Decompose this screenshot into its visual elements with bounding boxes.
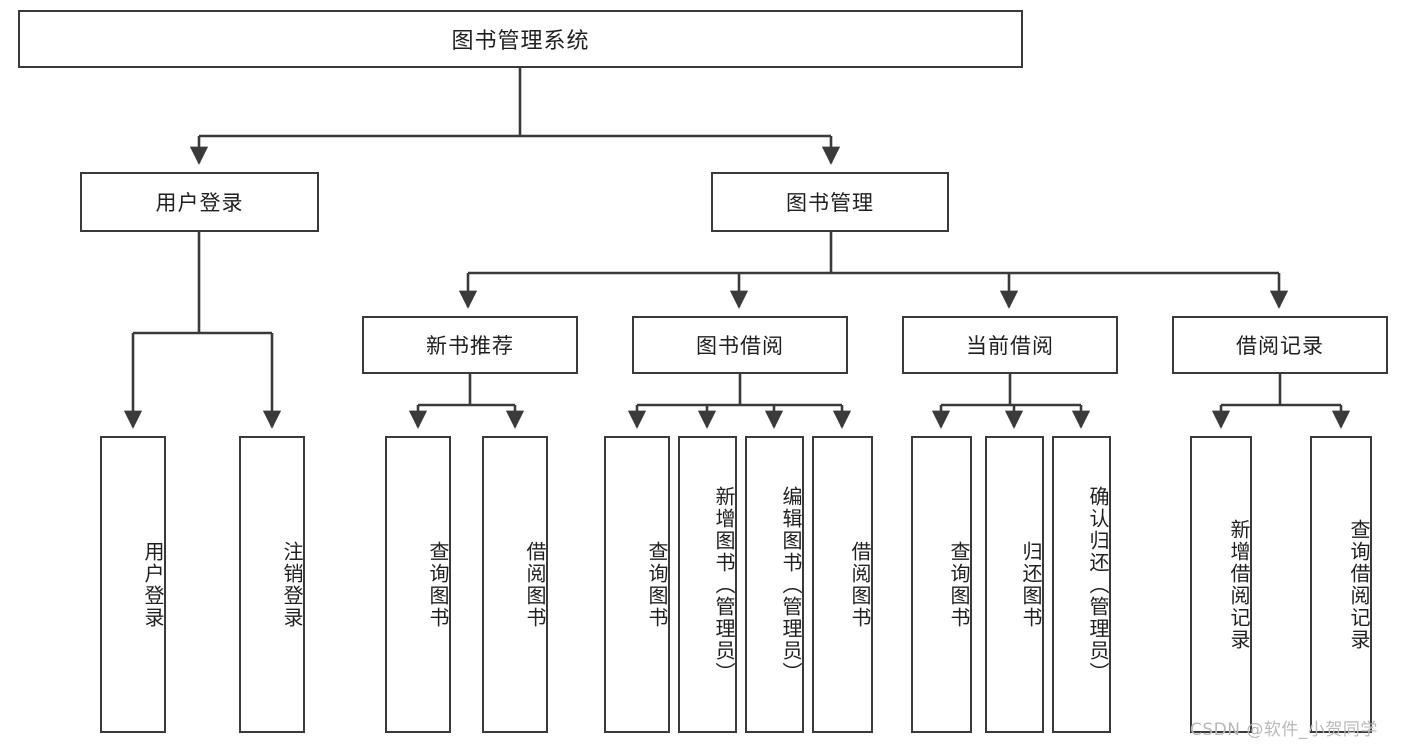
node-level3-current-borrow-label: 当前借阅 [966, 334, 1054, 358]
node-leaf-10[interactable]: 确认归还（管理员） [1052, 436, 1111, 733]
node-leaf-5-label: 新增图书（管理员） [712, 485, 736, 684]
node-leaf-11[interactable]: 新增借阅记录 [1190, 436, 1252, 733]
node-leaf-6-label: 编辑图书（管理员） [779, 485, 803, 684]
node-leaf-5[interactable]: 新增图书（管理员） [678, 436, 737, 733]
node-leaf-0-label: 用户登录 [141, 540, 165, 629]
node-leaf-9[interactable]: 归还图书 [985, 436, 1044, 733]
node-level3-book-borrow[interactable]: 图书借阅 [632, 316, 848, 374]
node-leaf-1-label: 注销登录 [280, 540, 304, 629]
node-leaf-6[interactable]: 编辑图书（管理员） [745, 436, 804, 733]
node-root[interactable]: 图书管理系统 [18, 10, 1023, 68]
node-leaf-0[interactable]: 用户登录 [100, 436, 166, 733]
node-level2-user-login[interactable]: 用户登录 [80, 172, 319, 232]
csdn-watermark: CSDN @软件_小贺同学 [1190, 720, 1378, 740]
node-leaf-3[interactable]: 借阅图书 [482, 436, 548, 733]
node-level2-book-management-label: 图书管理 [786, 191, 874, 215]
node-leaf-10-label: 确认归还（管理员） [1086, 485, 1110, 684]
node-root-label: 图书管理系统 [451, 29, 590, 54]
node-leaf-4[interactable]: 查询图书 [604, 436, 670, 733]
node-leaf-3-label: 借阅图书 [523, 540, 547, 629]
node-level3-current-borrow[interactable]: 当前借阅 [902, 316, 1118, 374]
node-level3-new-book-recommend-label: 新书推荐 [426, 334, 514, 358]
node-leaf-12[interactable]: 查询借阅记录 [1310, 436, 1372, 733]
node-level3-borrow-records-label: 借阅记录 [1236, 334, 1324, 358]
node-level2-book-management[interactable]: 图书管理 [711, 172, 949, 232]
node-leaf-8-label: 查询图书 [947, 540, 971, 629]
node-leaf-2[interactable]: 查询图书 [385, 436, 451, 733]
node-leaf-11-label: 新增借阅记录 [1227, 518, 1251, 651]
node-leaf-1[interactable]: 注销登录 [239, 436, 305, 733]
node-level3-new-book-recommend[interactable]: 新书推荐 [362, 316, 578, 374]
node-leaf-12-label: 查询借阅记录 [1347, 518, 1371, 651]
node-leaf-9-label: 归还图书 [1019, 540, 1043, 629]
node-leaf-8[interactable]: 查询图书 [911, 436, 972, 733]
node-leaf-7[interactable]: 借阅图书 [812, 436, 873, 733]
node-level3-book-borrow-label: 图书借阅 [696, 334, 784, 358]
node-leaf-7-label: 借阅图书 [848, 540, 872, 629]
node-leaf-4-label: 查询图书 [645, 540, 669, 629]
node-leaf-2-label: 查询图书 [426, 540, 450, 629]
node-level2-user-login-label: 用户登录 [155, 191, 244, 215]
node-level3-borrow-records[interactable]: 借阅记录 [1172, 316, 1388, 374]
